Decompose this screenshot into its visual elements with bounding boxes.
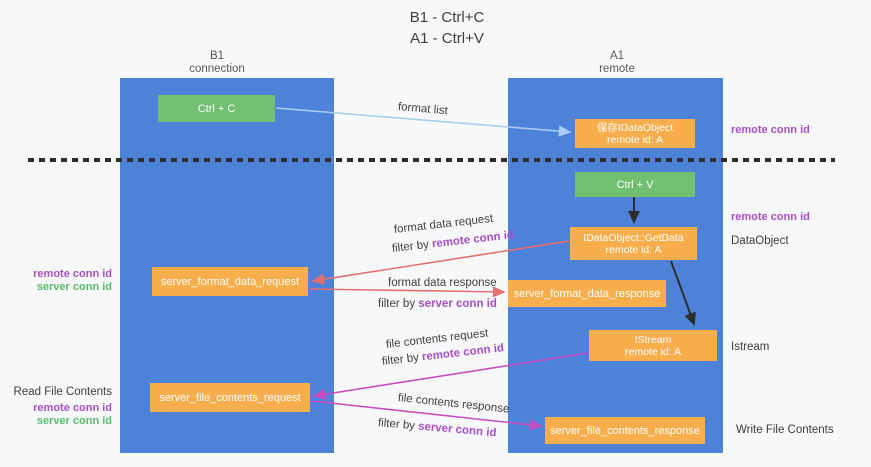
lifeline-a1-subtitle: remote	[599, 63, 635, 75]
annotation-server-conn-id-file: server conn id	[36, 415, 112, 427]
istream-box: IStream remote id: A	[589, 330, 717, 361]
filter-by-text: filter by	[377, 417, 419, 433]
filter-by-text: filter by	[391, 238, 433, 255]
remote-conn-id-text: remote conn id	[431, 229, 515, 251]
flow-label-format-list: format list	[397, 101, 449, 118]
annotation-read-file-contents: Read File Contents	[13, 386, 112, 398]
lifeline-a1-title: A1	[609, 50, 625, 62]
stored-idataobject-line2: remote id: A	[606, 133, 664, 146]
ctrl-v-box: Ctrl + V	[575, 172, 695, 197]
ctrl-c-label: Ctrl + C	[197, 102, 236, 115]
phase-separator-dashed-line	[28, 158, 835, 162]
flow-label-format-data-response: format data response	[388, 277, 497, 289]
annotation-remote-conn-id-mid: remote conn id	[731, 211, 810, 223]
diagram-title: B1 - Ctrl+C A1 - Ctrl+V	[297, 7, 597, 49]
ctrl-c-box: Ctrl + C	[158, 95, 275, 122]
annotation-server-conn-id-format: server conn id	[36, 281, 112, 293]
title-line-1: B1 - Ctrl+C	[409, 9, 485, 26]
annotation-remote-conn-id-format: remote conn id	[33, 268, 112, 280]
lifeline-header-b1: B1 connection	[147, 50, 287, 76]
idataobject-getdata-box: IDataObject::GetData remote id: A	[570, 227, 697, 260]
lifeline-header-a1: A1 remote	[547, 50, 687, 76]
lifeline-b1-subtitle: connection	[189, 63, 245, 75]
flow-label-filter-server-file: filter by server conn id	[377, 417, 496, 439]
ctrl-v-label: Ctrl + V	[616, 178, 654, 191]
server-file-contents-request-label: server_file_contents_request	[159, 391, 301, 404]
flow-label-filter-server-format: filter by server conn id	[378, 298, 497, 310]
annotation-write-file-contents: Write File Contents	[736, 424, 834, 436]
filter-by-text: filter by	[378, 298, 419, 310]
server-file-contents-response-box: server_file_contents_response	[545, 417, 705, 444]
annotation-dataobject: DataObject	[731, 235, 789, 247]
server-conn-id-text: server conn id	[417, 420, 497, 440]
filter-by-text: filter by	[381, 351, 423, 368]
stored-idataobject-line1: 保存IDataObject	[596, 121, 674, 134]
server-format-data-response-box: server_format_data_response	[508, 280, 666, 307]
server-format-data-request-box: server_format_data_request	[152, 267, 308, 296]
istream-line1: IStream	[634, 333, 672, 346]
server-format-data-request-label: server_format_data_request	[160, 275, 300, 288]
lifeline-b1-title: B1	[209, 50, 225, 62]
flow-label-file-contents-response: file contents response	[397, 392, 510, 416]
title-line-2: A1 - Ctrl+V	[410, 30, 484, 47]
annotation-remote-conn-id-top: remote conn id	[731, 124, 810, 136]
server-conn-id-text: server conn id	[418, 298, 497, 310]
getdata-line1: IDataObject::GetData	[583, 231, 684, 244]
getdata-line2: remote id: A	[605, 243, 662, 256]
annotation-istream: Istream	[731, 341, 770, 353]
server-format-data-response-label: server_format_data_response	[513, 287, 661, 300]
istream-line2: remote id: A	[624, 345, 682, 358]
format-data-response-arrow	[309, 286, 506, 298]
server-file-contents-response-label: server_file_contents_response	[550, 424, 700, 437]
server-file-contents-request-box: server_file_contents_request	[150, 383, 310, 412]
stored-idataobject-box: 保存IDataObject remote id: A	[575, 119, 695, 148]
annotation-remote-conn-id-file: remote conn id	[33, 402, 112, 414]
